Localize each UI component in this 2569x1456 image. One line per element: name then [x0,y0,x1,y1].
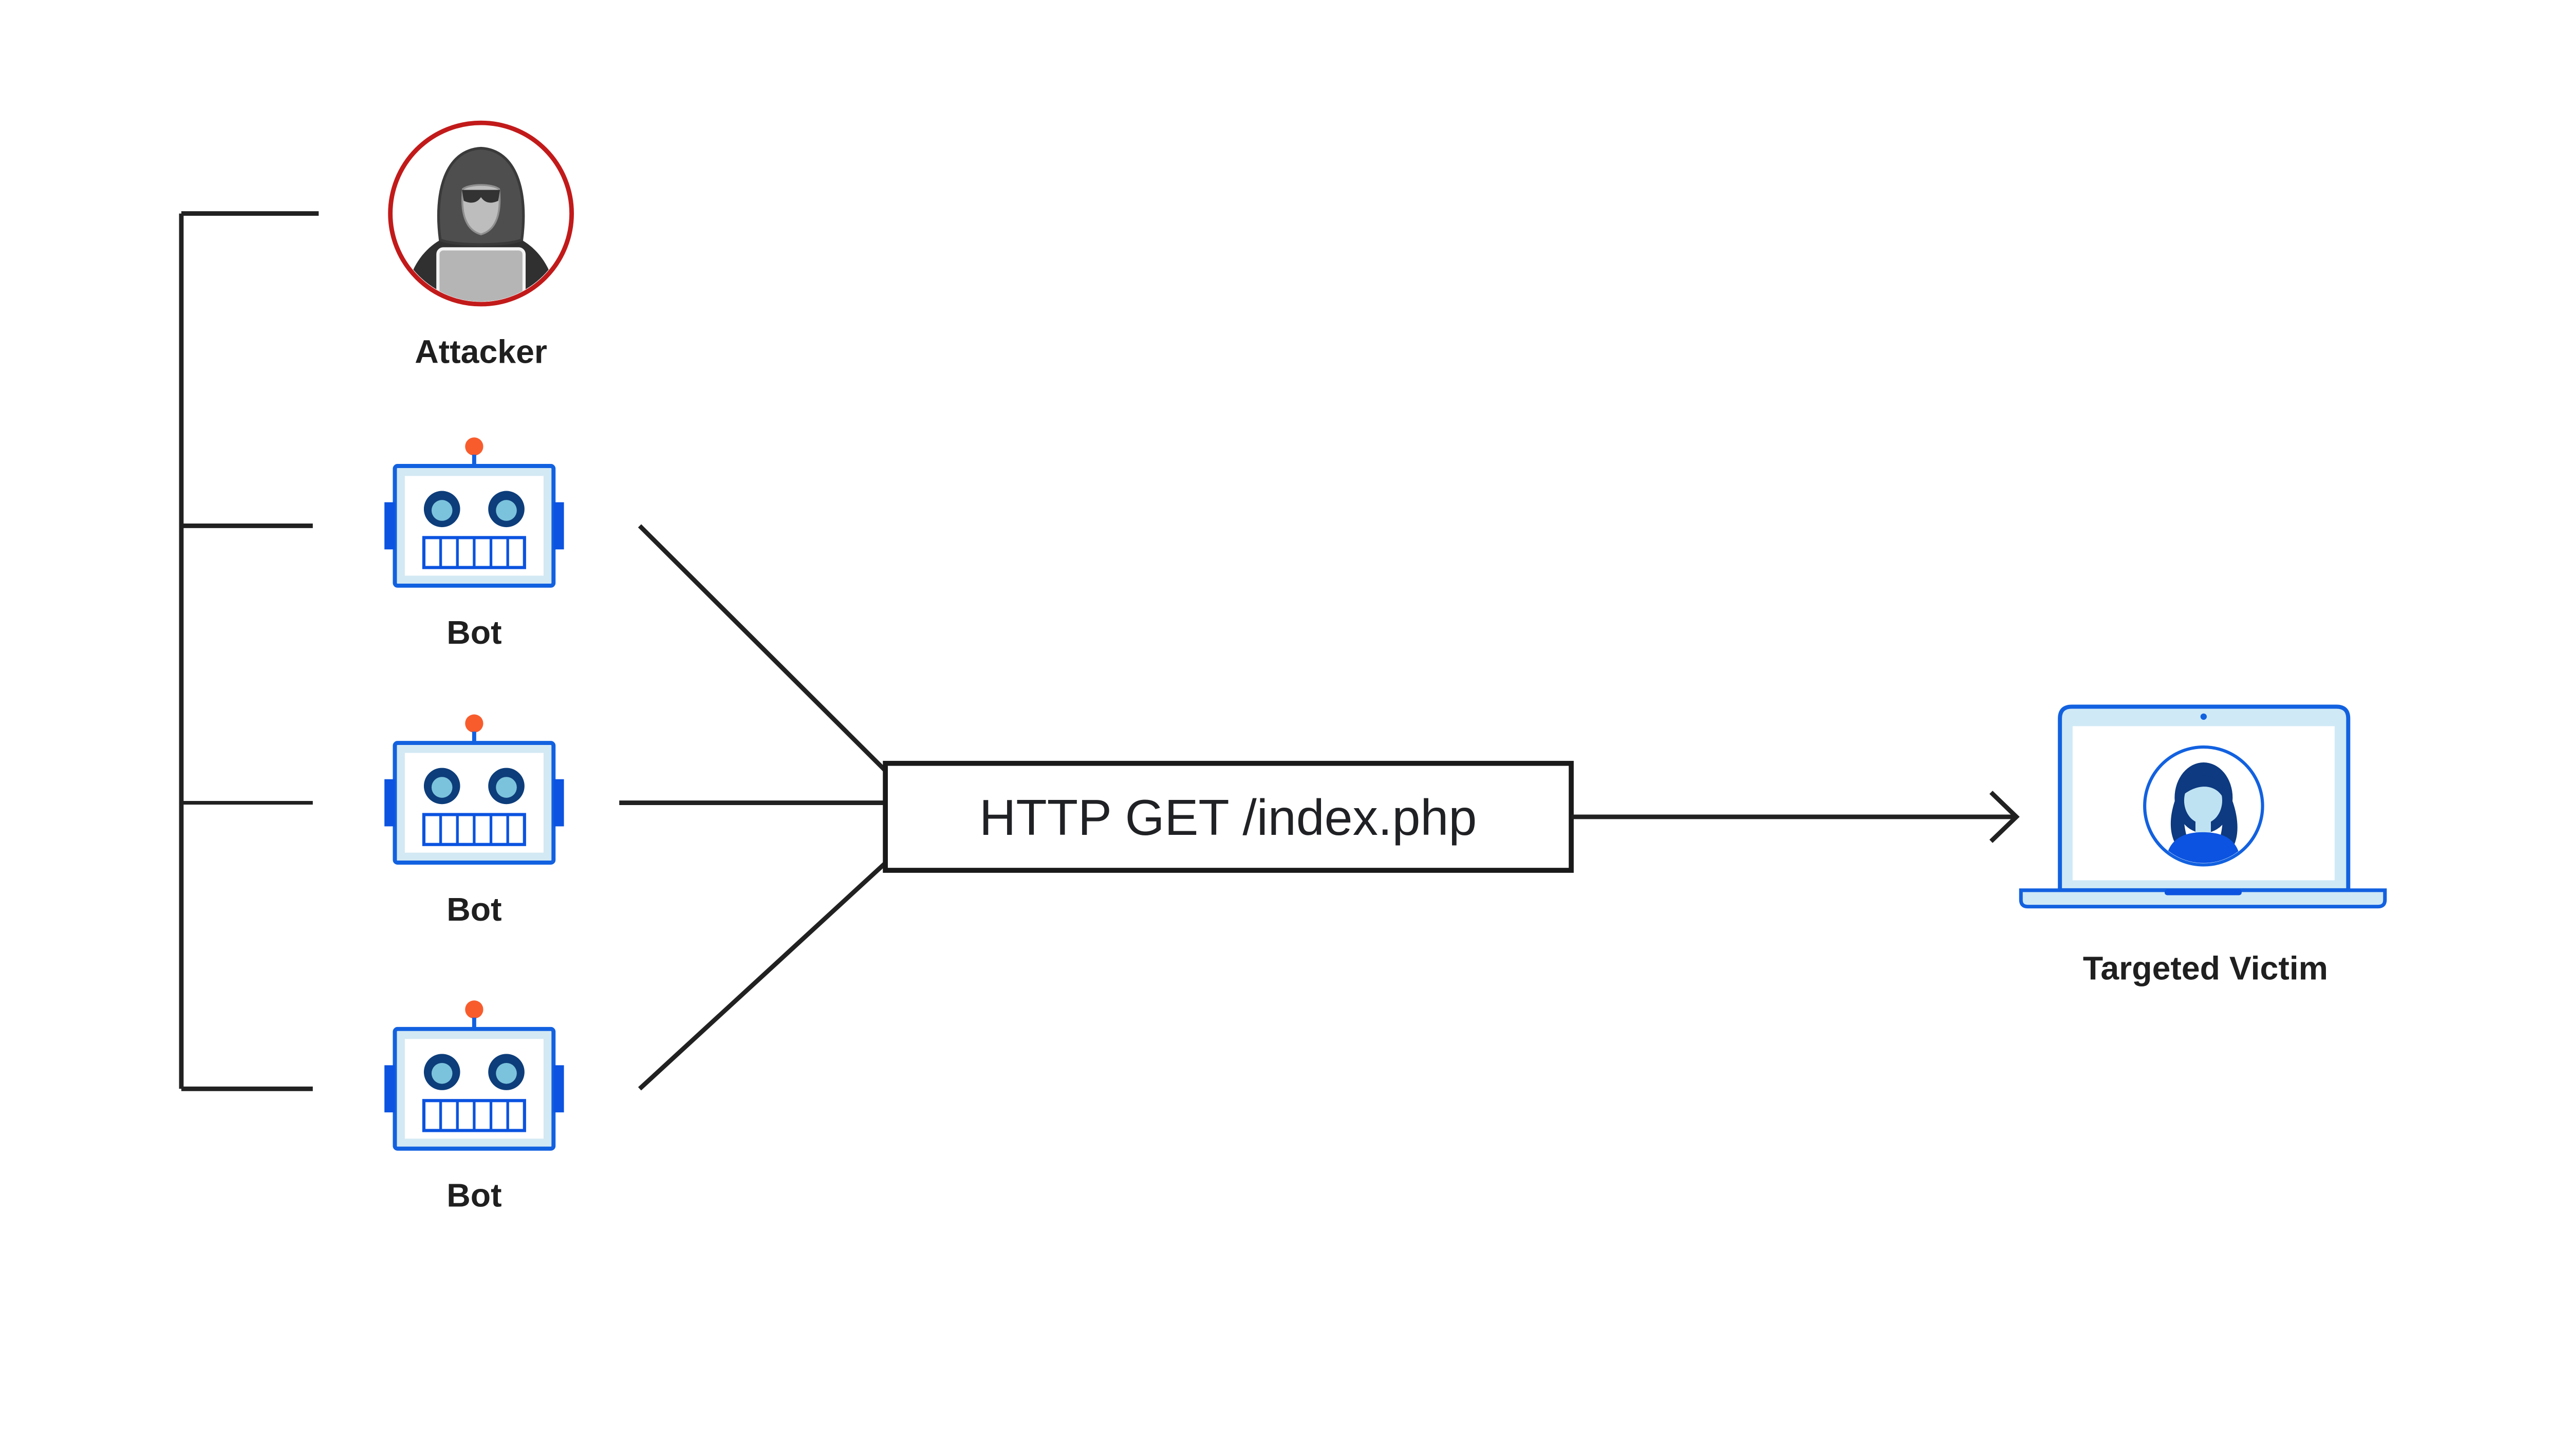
botnet-bracket [179,211,319,1091]
victim-node: Targeted Victim [2019,704,2387,987]
laptop-user-icon [2019,704,2387,909]
arrow-head-icon [1989,791,2020,843]
laptop-camera-dot [2200,713,2207,720]
bot-request-connectors [619,524,887,1091]
bot-icon-1 [384,437,564,586]
bot1-to-request-line [638,524,887,773]
avatar-hair-fringe [2184,775,2224,798]
request-box: HTTP GET /index.php [883,760,1574,873]
request-box-label: HTTP GET /index.php [979,789,1477,846]
attacker-node [388,120,574,307]
laptop-base [2019,888,2387,909]
avatar-shirt [2165,832,2241,863]
request-to-victim-arrow [1571,791,2020,843]
victim-avatar [2143,745,2264,867]
hooded-hacker-icon [404,146,557,302]
avatar-face [2184,777,2223,824]
diagram-stage: Attacker Bot Bot Bot HTTP GET /index.php [179,120,2387,1214]
bot-label-2: Bot [446,891,501,928]
request-box-rect [883,760,1574,873]
bot-icon-2 [384,715,564,863]
bot3-to-request-line [638,861,887,1091]
victim-label: Targeted Victim [2083,950,2328,987]
attacker-laptop-icon [436,247,526,302]
attacker-sunglasses-icon [462,190,500,203]
laptop-hinge-notch [2164,889,2242,895]
attacker-label: Attacker [415,333,547,370]
bot-icon-3 [384,1000,564,1149]
ddos-http-flood-diagram: Attacker Bot Bot Bot HTTP GET /index.php [179,120,2387,1214]
bot-label-1: Bot [446,614,501,651]
bot-label-3: Bot [446,1177,501,1214]
